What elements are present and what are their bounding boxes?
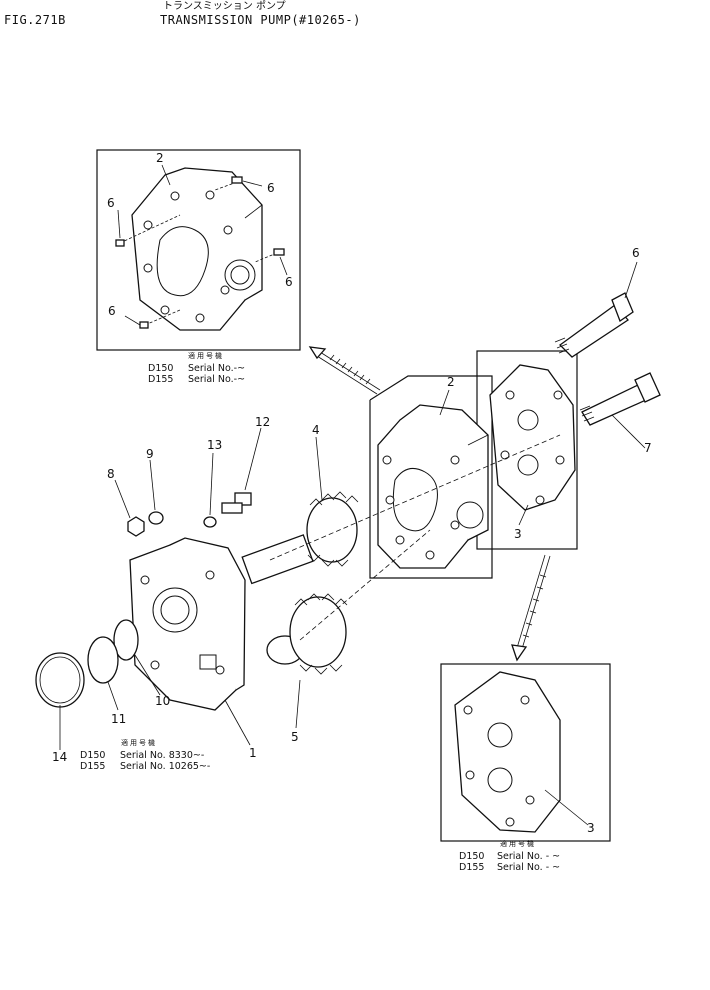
callout-6-inset-c: 6 <box>285 275 293 289</box>
bolt-12 <box>221 492 252 514</box>
callout-6-inset-b: 6 <box>267 181 275 195</box>
callout-7: 7 <box>644 441 652 455</box>
callout-2-main: 2 <box>447 375 455 389</box>
main-plate-3 <box>489 364 576 511</box>
callout-12: 12 <box>255 415 271 429</box>
housing-box-frame <box>369 375 493 579</box>
figure-number: FIG.271B <box>4 13 66 27</box>
main-housing-2 <box>377 404 489 569</box>
page-title: TRANSMISSION PUMP(#10265-) <box>160 13 361 27</box>
inset-top-model-2: D155 <box>148 374 174 385</box>
main-model-2: D155 <box>80 761 106 772</box>
inset-bottom-model-1: D150 <box>459 851 485 862</box>
nut-8 <box>127 516 145 537</box>
inset-bottom-serial-1: Serial No. - ~ <box>497 851 561 862</box>
bolt-6 <box>554 292 634 358</box>
callout-1: 1 <box>249 746 257 760</box>
callout-6-inset-a: 6 <box>107 196 115 210</box>
inset-bottom-applicability-label: 適用号機 <box>500 840 536 848</box>
callout-5: 5 <box>291 730 299 744</box>
inset-box-top <box>96 149 301 351</box>
callout-4: 4 <box>312 423 320 437</box>
callout-6-inset-d: 6 <box>108 304 116 318</box>
inset-housing-2 <box>115 167 285 331</box>
inset-bottom-serial-2: Serial No. - ~ <box>497 862 561 873</box>
callout-6-main: 6 <box>632 246 640 260</box>
title-japanese: トランスミッション ポンプ <box>163 1 286 12</box>
callout-3-bottom: 3 <box>587 821 595 835</box>
washer-13 <box>203 516 217 528</box>
inset-top-model-1: D150 <box>148 363 174 374</box>
callout-14: 14 <box>52 750 68 764</box>
callout-11: 11 <box>111 712 127 726</box>
washer-9 <box>148 511 164 525</box>
callout-13: 13 <box>207 438 223 452</box>
arrow-to-top-inset <box>308 346 381 395</box>
inset-top-serial-2: Serial No.-~ <box>188 374 246 385</box>
bearing-10 <box>113 619 139 661</box>
snap-ring-11 <box>87 636 119 684</box>
bolt-7 <box>579 372 661 426</box>
callout-2-inset: 2 <box>156 151 164 165</box>
leader-lines <box>59 164 646 826</box>
arrow-to-bottom-inset <box>511 554 551 662</box>
inset-bottom-model-2: D155 <box>459 862 485 873</box>
main-serial-1: Serial No. 8330~- <box>120 750 205 761</box>
main-serial-2: Serial No. 10265~- <box>120 761 211 772</box>
main-model-1: D150 <box>80 750 106 761</box>
drive-gear-4 <box>241 491 359 585</box>
callout-9: 9 <box>146 447 154 461</box>
gear-5 <box>266 593 348 675</box>
inset-top-applicability-label: 適用号機 <box>188 352 224 360</box>
main-applicability-label: 適用号機 <box>121 739 157 747</box>
callout-3-main: 3 <box>514 527 522 541</box>
inset-box-bottom <box>440 663 611 842</box>
pump-body-1 <box>129 537 246 711</box>
inset-plate-3 <box>454 671 561 833</box>
inset-top-serial-1: Serial No.-~ <box>188 363 246 374</box>
o-ring-14 <box>35 652 85 708</box>
callout-8: 8 <box>107 467 115 481</box>
callout-10: 10 <box>155 694 171 708</box>
